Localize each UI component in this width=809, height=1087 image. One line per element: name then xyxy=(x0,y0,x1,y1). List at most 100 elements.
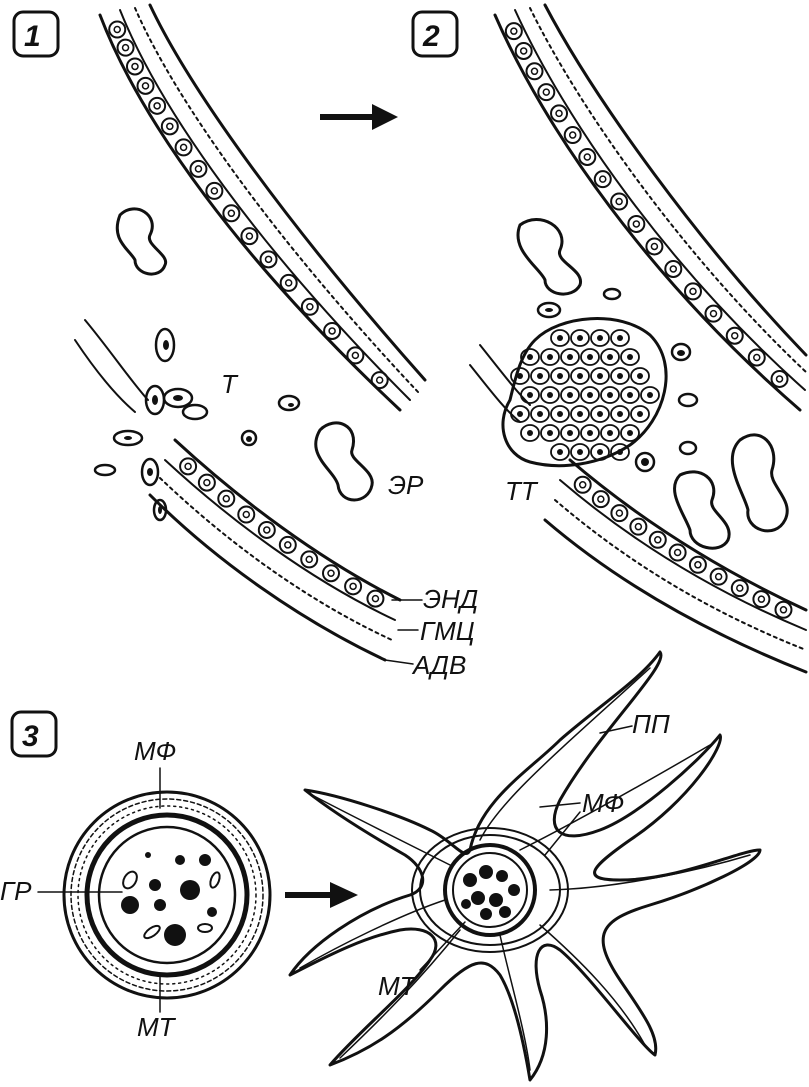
thrombus-platelet xyxy=(530,405,550,423)
wall-cell xyxy=(730,579,749,598)
thrombus-platelet xyxy=(610,367,630,385)
wall-cell-nucleus xyxy=(542,88,551,96)
wall-cell xyxy=(514,41,533,60)
wall-cell xyxy=(648,530,667,549)
wall-cell-nucleus xyxy=(669,265,678,273)
wall-cell-nucleus xyxy=(634,522,643,531)
thrombus-platelet-granule xyxy=(567,430,573,436)
label-microtubules-left: МТ xyxy=(137,1012,177,1042)
wall-cell-nucleus xyxy=(578,481,587,489)
thrombus-platelet xyxy=(580,386,600,404)
thrombus-platelet-granule xyxy=(537,411,543,417)
wall-cell-nucleus xyxy=(227,209,236,218)
wall-cell xyxy=(504,22,523,41)
thrombus-platelet xyxy=(550,443,570,461)
panel-1-number: 1 xyxy=(24,20,41,53)
wall-cell xyxy=(217,489,236,508)
wall-cell-nucleus xyxy=(650,242,659,251)
wall-cell xyxy=(629,517,648,536)
thrombus-platelet-granule xyxy=(577,411,583,417)
thrombus-platelet xyxy=(550,367,570,385)
arrow-resting-to-activated xyxy=(285,882,358,908)
wall-cell xyxy=(116,38,135,57)
wall-cell-nucleus xyxy=(121,43,130,52)
thrombus-platelet-granule xyxy=(587,430,593,436)
wall-cell xyxy=(237,505,256,524)
label-pseudopodia: ПП xyxy=(632,709,670,739)
thrombus-platelet-granule xyxy=(647,392,653,398)
wall-cell xyxy=(683,282,702,301)
thrombus-platelet-granule xyxy=(587,392,593,398)
wall-cell xyxy=(174,138,193,157)
panel-3: 3 МФ xyxy=(0,650,762,1082)
wall-cell-nucleus xyxy=(555,109,563,118)
wall-cell xyxy=(774,600,793,619)
wall-cell-nucleus xyxy=(510,27,518,35)
erythrocyte-shape xyxy=(730,433,789,533)
wall-cell xyxy=(610,192,629,211)
wall-cell xyxy=(323,321,342,340)
thrombus-platelet-granule xyxy=(597,411,603,417)
thrombus-platelet xyxy=(540,348,560,366)
wall-cell-nucleus xyxy=(306,303,314,311)
thrombus-platelet xyxy=(580,424,600,442)
wall-cell-nucleus xyxy=(349,582,357,591)
thrombus-platelet-granule xyxy=(547,392,553,398)
activated-platelet xyxy=(288,650,762,1082)
thrombus-platelet xyxy=(600,348,620,366)
wall-cell-nucleus xyxy=(709,309,718,318)
wall-cell xyxy=(725,326,744,345)
thrombus-platelet xyxy=(620,424,640,442)
wall-cell-nucleus xyxy=(694,561,702,569)
wall-cell-nucleus xyxy=(113,25,121,34)
thrombus-platelet xyxy=(570,329,590,347)
panel-3-number: 3 xyxy=(22,720,39,753)
thrombus-platelet xyxy=(510,367,530,385)
wall-cell xyxy=(222,204,241,223)
wall-cell-nucleus xyxy=(153,102,161,110)
wall-cell-nucleus xyxy=(327,569,335,577)
scattered-platelets-2 xyxy=(536,287,699,473)
wall-cell-nucleus xyxy=(779,606,788,614)
thrombus-platelet-granule xyxy=(547,430,553,436)
thrombus-platelet-granule xyxy=(517,411,523,417)
thrombus-platelet xyxy=(580,348,600,366)
wall-cell xyxy=(344,577,363,596)
wall-cell xyxy=(366,589,385,608)
wall-cell-nucleus xyxy=(519,47,528,55)
thrombus-platelet xyxy=(510,405,530,423)
wall-cell-nucleus xyxy=(284,279,293,287)
thrombus-platelet-granule xyxy=(517,373,523,379)
wall-cell xyxy=(160,117,179,136)
wall-cell xyxy=(278,535,297,554)
wall-cell-nucleus xyxy=(194,165,203,173)
erythrocyte-shape xyxy=(314,421,374,502)
thrombus-platelet-granule xyxy=(577,449,583,455)
label-microfilaments-left: МФ xyxy=(134,736,176,766)
thrombus-platelet xyxy=(560,386,580,404)
thrombus-platelet-granule xyxy=(617,411,623,417)
wall-cell-nucleus xyxy=(131,62,139,71)
upper-vessel-wall xyxy=(98,3,427,412)
wall-cell-nucleus xyxy=(222,494,231,503)
wall-cell xyxy=(300,297,319,316)
thrombocyte-group xyxy=(93,327,301,522)
thrombus-platelet-granule xyxy=(597,449,603,455)
thrombus-platelet-granule xyxy=(557,411,563,417)
wall-cell-nucleus xyxy=(305,555,313,564)
wall-cell xyxy=(205,181,224,200)
granules xyxy=(121,852,221,946)
thrombus xyxy=(501,317,668,468)
wall-cell-nucleus xyxy=(568,131,577,139)
thrombus-platelet xyxy=(620,348,640,366)
thrombus-platelet xyxy=(590,329,610,347)
wall-cell-nucleus xyxy=(775,375,784,383)
thrombus-platelet xyxy=(520,424,540,442)
wall-cell xyxy=(537,83,556,102)
thrombus-platelet-granule xyxy=(627,430,633,436)
lower-vessel-wall-2 xyxy=(469,344,808,674)
arrow-panel1-to-panel2 xyxy=(320,104,398,130)
thrombus-platelet-granule xyxy=(577,335,583,341)
label-microfilaments-right: МФ xyxy=(582,788,624,818)
wall-cell xyxy=(197,473,216,492)
